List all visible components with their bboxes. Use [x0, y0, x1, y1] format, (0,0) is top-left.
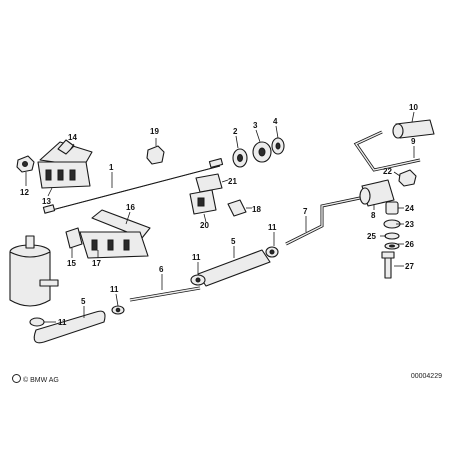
label-19: 19 — [150, 127, 159, 136]
label-12: 12 — [20, 188, 29, 197]
label-21: 21 — [228, 177, 237, 186]
label-22: 22 — [383, 167, 392, 176]
label-9: 9 — [411, 137, 416, 146]
label-13: 13 — [42, 197, 51, 206]
clamp-17 — [79, 231, 149, 259]
label-8: 8 — [371, 211, 376, 220]
label-5-center: 5 — [231, 237, 236, 246]
diagram-code: 00004229 — [410, 373, 442, 380]
leader-lines — [25, 111, 415, 323]
label-1: 1 — [109, 163, 114, 172]
label-27: 27 — [405, 262, 414, 271]
part-labels: 1 2 3 4 5 5 6 7 8 9 10 11 11 11 11 12 13… — [20, 103, 418, 327]
copyright-brand: © BMW AG — [12, 374, 59, 384]
clip-20 — [189, 189, 217, 215]
label-6: 6 — [159, 265, 164, 274]
bracket-16 — [91, 209, 151, 239]
pipe-6 — [129, 286, 201, 302]
clamp-11-b — [190, 274, 206, 286]
label-23: 23 — [405, 220, 414, 229]
clamp-11-a — [111, 305, 125, 315]
label-5-left: 5 — [81, 297, 86, 306]
label-24: 24 — [405, 204, 414, 213]
label-7: 7 — [303, 207, 308, 216]
clamp-13 — [37, 161, 91, 189]
washer-2 — [232, 148, 248, 168]
bmw-logo-icon — [12, 374, 21, 383]
bolt-27 — [381, 251, 395, 279]
nut-12 — [16, 155, 35, 173]
hose-5-left — [29, 310, 106, 344]
bush-24 — [385, 201, 399, 215]
line-1 — [42, 157, 224, 214]
bracket-21 — [195, 173, 223, 193]
label-14: 14 — [68, 133, 77, 142]
label-18: 18 — [252, 205, 261, 214]
label-3: 3 — [253, 121, 258, 130]
label-17: 17 — [92, 259, 101, 268]
label-2: 2 — [233, 127, 238, 136]
fuel-filter — [9, 235, 59, 307]
nut-3 — [252, 141, 272, 163]
label-4: 4 — [273, 117, 278, 126]
label-11-d: 11 — [58, 318, 67, 327]
label-11-c: 11 — [268, 223, 277, 232]
label-26: 26 — [405, 240, 414, 249]
tee-8 — [359, 179, 395, 207]
pipe-7 — [285, 196, 361, 246]
washer-26 — [384, 242, 400, 250]
label-11-b: 11 — [192, 253, 201, 262]
label-15: 15 — [67, 259, 76, 268]
label-25: 25 — [367, 232, 376, 241]
label-16: 16 — [126, 203, 135, 212]
clip-15 — [65, 227, 83, 249]
nut-22 — [398, 169, 417, 187]
washer-25 — [384, 232, 400, 240]
label-10: 10 — [409, 103, 418, 112]
grommet-18 — [227, 199, 247, 217]
sleeve-19 — [146, 145, 165, 165]
label-11-a: 11 — [110, 285, 119, 294]
clamp-11-c — [265, 246, 279, 258]
brand-text: © BMW AG — [23, 377, 59, 384]
line-9 — [353, 130, 421, 172]
label-20: 20 — [200, 221, 209, 230]
fitting-10 — [392, 119, 435, 139]
washer-4 — [271, 137, 285, 155]
